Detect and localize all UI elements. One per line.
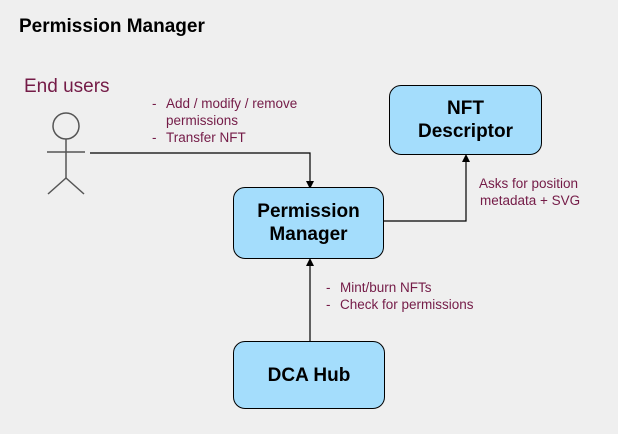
nft-descriptor-box: NFT Descriptor (389, 85, 542, 155)
dca-hub-box: DCA Hub (233, 341, 385, 409)
user-actor-icon (47, 112, 85, 195)
manager-to-descriptor-arrow (383, 154, 470, 222)
permission-manager-label-line1: Permission (257, 201, 360, 222)
end-users-note: Add / modify / remove permissions Transf… (152, 95, 297, 146)
descriptor-note: Asks for position metadata + SVG (479, 176, 581, 208)
users-to-manager-arrow (90, 152, 314, 189)
nft-descriptor-label-line1: NFT (447, 98, 484, 119)
permission-manager-label-line2: Manager (269, 224, 348, 245)
hub-note: Mint/burn NFTs Check for permissions (326, 279, 474, 313)
note-item-modify-permissions: Add / modify / remove permissions (152, 95, 297, 129)
note-item-transfer-nft: Transfer NFT (152, 129, 297, 146)
dca-hub-label: DCA Hub (267, 364, 351, 386)
nft-descriptor-label-line2: Descriptor (417, 121, 514, 142)
permission-manager-box: Permission Manager (233, 187, 384, 259)
note-item-mint-burn: Mint/burn NFTs (326, 279, 474, 296)
page-title: Permission Manager (19, 16, 205, 37)
actor-label: End users (24, 76, 110, 97)
note-item-check-permissions: Check for permissions (326, 296, 474, 313)
